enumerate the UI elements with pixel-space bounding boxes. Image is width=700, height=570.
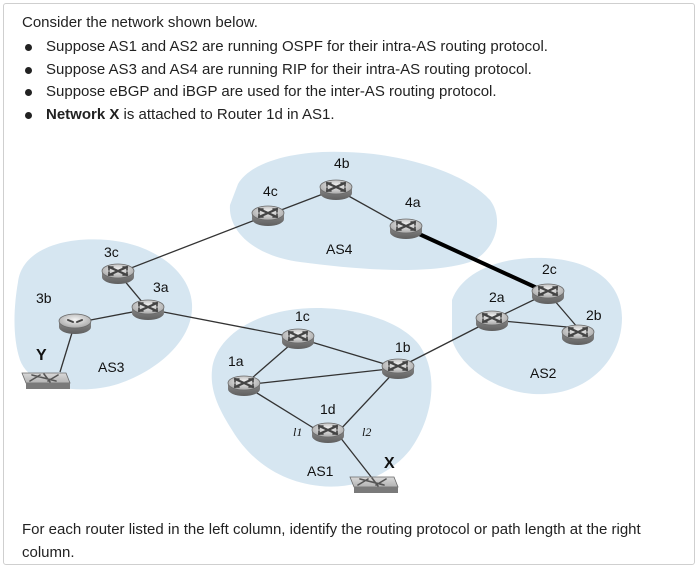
router-4a[interactable]: [388, 217, 424, 241]
network-label: X: [384, 455, 395, 472]
router-2c[interactable]: [530, 282, 566, 306]
router-1c[interactable]: [280, 327, 316, 351]
as-label: AS1: [307, 463, 334, 479]
router-label: 3a: [153, 279, 169, 295]
instruction-text: For each router listed in the left colum…: [22, 521, 641, 561]
router-label: 4a: [405, 194, 421, 210]
assumption-text: is attached to Router 1d in AS1.: [119, 105, 335, 123]
router-3a[interactable]: [130, 298, 166, 322]
thick-link-4a-2c: [405, 226, 549, 295]
router-3b[interactable]: [58, 313, 92, 335]
router-1a[interactable]: [226, 374, 262, 398]
assumption-text: Suppose eBGP and iBGP are used for the i…: [46, 83, 497, 100]
router-3c[interactable]: [100, 262, 136, 286]
as1-region: [211, 307, 432, 487]
assumption-item: Suppose eBGP and iBGP are used for the i…: [22, 81, 548, 104]
router-label: 4c: [263, 183, 278, 199]
assumption-text: Suppose AS3 and AS4 are running RIP for …: [46, 60, 532, 78]
router-label: 1c: [295, 308, 310, 324]
as2-region: [452, 257, 622, 395]
as-label: AS2: [530, 365, 557, 381]
assumption-item: Suppose AS3 and AS4 are running RIP for …: [22, 59, 548, 82]
router-1b[interactable]: [380, 357, 416, 381]
router-1d[interactable]: [310, 421, 346, 445]
network-y-switch: [21, 372, 71, 390]
router-label: 3b: [36, 290, 52, 306]
router-label: 4b: [334, 155, 350, 171]
router-4b[interactable]: [318, 178, 354, 202]
interface-label: l1: [293, 425, 302, 439]
question-card: [3, 3, 695, 565]
router-2b[interactable]: [560, 323, 596, 347]
network-x-switch: [349, 476, 399, 494]
intro-text: Consider the network shown below.: [22, 14, 258, 31]
assumption-list: Suppose AS1 and AS2 are running OSPF for…: [22, 36, 548, 126]
router-label: 1b: [395, 339, 411, 355]
router-label: 2a: [489, 289, 505, 305]
assumption-item: Suppose AS1 and AS2 are running OSPF for…: [22, 36, 548, 59]
router-label: 1d: [320, 401, 336, 417]
router-label: 2b: [586, 307, 602, 323]
network-label: Y: [36, 347, 47, 364]
as-label: AS3: [98, 359, 125, 375]
router-label: 3c: [104, 244, 119, 260]
router-label: 1a: [228, 353, 244, 369]
router-2a[interactable]: [474, 309, 510, 333]
as-label: AS4: [326, 241, 353, 257]
assumption-item: Network X is attached to Router 1d in AS…: [22, 104, 548, 127]
interface-label: l2: [362, 425, 371, 439]
as3-region: [14, 239, 193, 390]
network-x-bold: Network X: [46, 105, 120, 123]
router-label: 2c: [542, 261, 557, 277]
assumption-text: Suppose AS1 and AS2 are running OSPF for…: [46, 38, 548, 55]
router-4c[interactable]: [250, 204, 286, 228]
